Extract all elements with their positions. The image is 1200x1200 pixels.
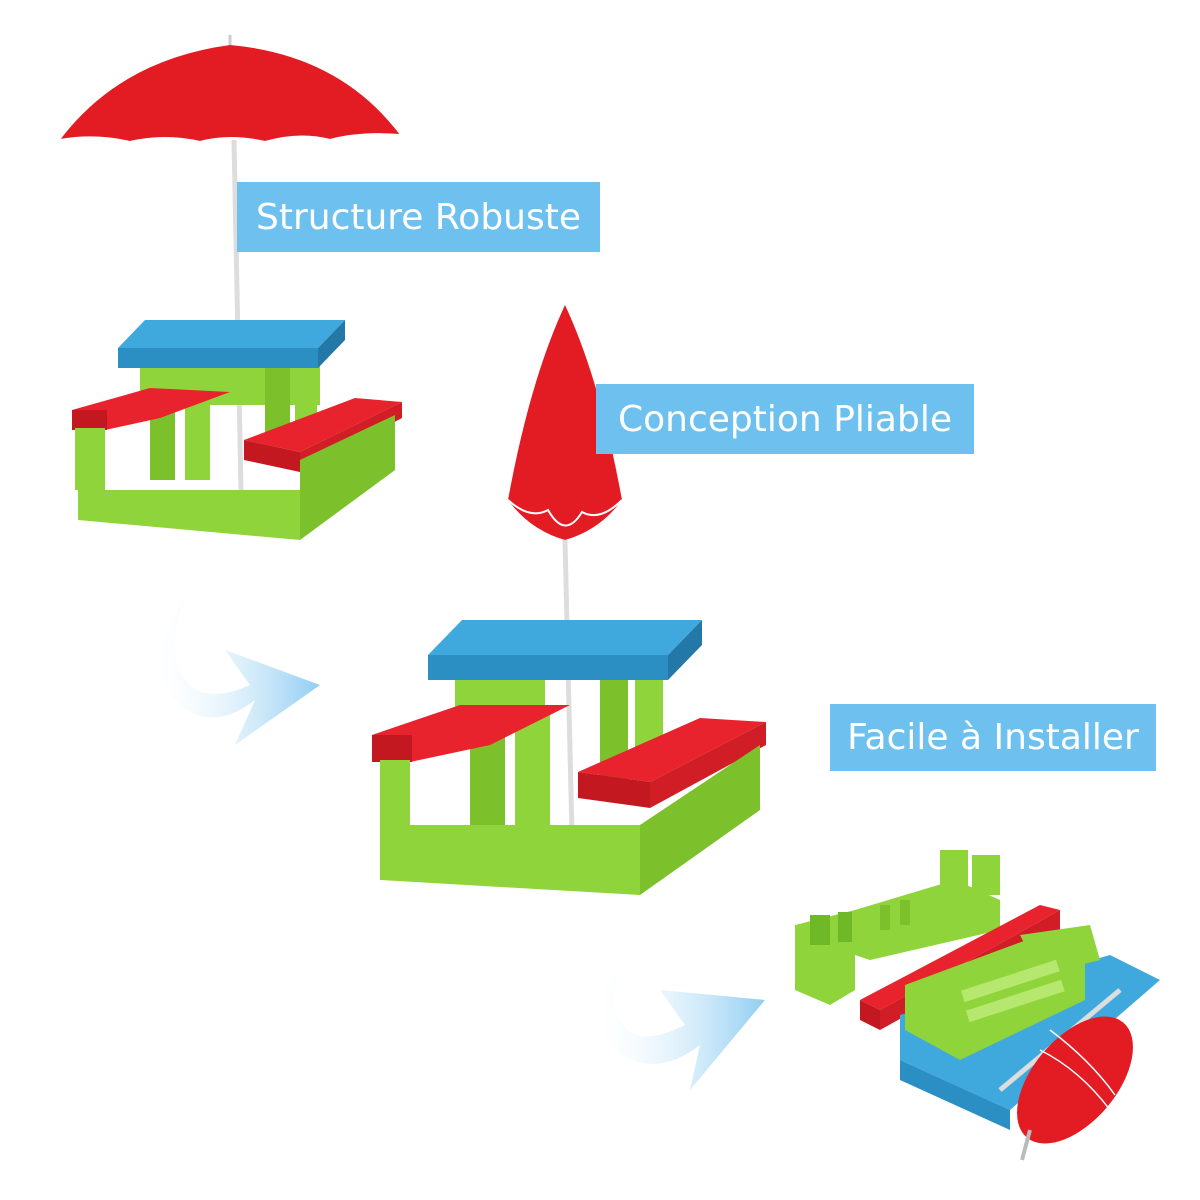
curved-arrow-icon bbox=[157, 600, 320, 745]
feature-label-folding: Conception Pliable bbox=[596, 384, 974, 454]
feature-label-install: Facile à Installer bbox=[830, 704, 1156, 771]
disassembled-pieces bbox=[795, 850, 1160, 1161]
umbrella-canopy bbox=[60, 45, 400, 142]
feature-label-structure: Structure Robuste bbox=[237, 182, 600, 252]
closed-umbrella bbox=[508, 305, 622, 540]
picnic-table-open-umbrella bbox=[59, 35, 402, 540]
folded-umbrella bbox=[1017, 1016, 1133, 1144]
curved-arrow-icon bbox=[599, 960, 765, 1090]
picnic-table-closed-umbrella bbox=[372, 305, 766, 895]
